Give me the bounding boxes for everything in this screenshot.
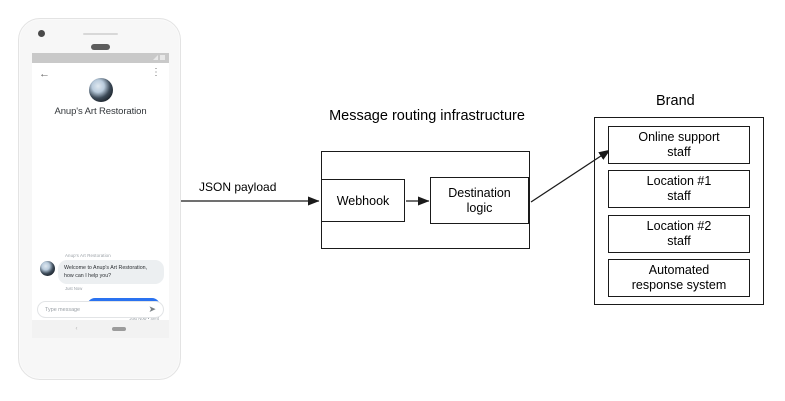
nav-home-pill[interactable] bbox=[111, 327, 126, 331]
incoming-message-row: Welcome to Anup's Art Restoration, how c… bbox=[37, 260, 164, 285]
top-speaker-slit bbox=[83, 33, 118, 35]
status-bar bbox=[32, 53, 169, 63]
json-payload-label: JSON payload bbox=[199, 180, 277, 194]
webhook-box[interactable]: Webhook bbox=[321, 179, 405, 222]
destination-logic-box[interactable]: Destination logic bbox=[430, 177, 529, 224]
brand-item-label-line2: staff bbox=[667, 145, 691, 159]
send-icon[interactable]: ➤ bbox=[148, 304, 156, 314]
destination-logic-label-line2: logic bbox=[466, 200, 493, 215]
webhook-label: Webhook bbox=[336, 193, 390, 208]
avatar bbox=[40, 261, 55, 276]
nav-back-icon[interactable]: ‹ bbox=[75, 326, 78, 332]
brand-item-online-support-staff[interactable]: Online support staff bbox=[608, 126, 750, 164]
app-bar: ← ⋮ bbox=[32, 63, 169, 85]
phone-mockup: ← ⋮ Anup's Art Restoration Anup's Art Re… bbox=[18, 18, 181, 380]
brand-item-label-line2: response system bbox=[631, 278, 727, 292]
earpiece-icon bbox=[91, 44, 110, 50]
signal-bars-icon bbox=[153, 55, 158, 60]
brand-item-label-line1: Location #1 bbox=[646, 174, 712, 188]
avatar bbox=[88, 78, 113, 102]
brand-item-label-line1: Location #2 bbox=[646, 219, 712, 233]
brand-title: Brand bbox=[656, 93, 695, 109]
overflow-menu-icon[interactable]: ⋮ bbox=[151, 67, 161, 78]
front-camera-icon bbox=[38, 30, 45, 37]
phone-screen: ← ⋮ Anup's Art Restoration Anup's Art Re… bbox=[32, 53, 169, 338]
system-nav-bar: ‹ bbox=[32, 320, 169, 338]
battery-icon bbox=[160, 55, 165, 60]
back-arrow-icon[interactable]: ← bbox=[39, 68, 50, 80]
brand-item-label-line2: staff bbox=[667, 234, 691, 248]
incoming-message-bubble: Welcome to Anup's Art Restoration, how c… bbox=[58, 260, 164, 285]
message-sender-label: Anup's Art Restoration bbox=[65, 253, 111, 258]
brand-item-label-line2: staff bbox=[667, 189, 691, 203]
brand-item-automated-response-system[interactable]: Automated response system bbox=[608, 259, 750, 297]
brand-item-label-line1: Online support bbox=[638, 130, 720, 144]
brand-item-location-1-staff[interactable]: Location #1 staff bbox=[608, 170, 750, 208]
page-title: Anup's Art Restoration bbox=[54, 106, 147, 117]
outgoing-message-timestamp: Just Now • Sent bbox=[129, 315, 159, 321]
brand-item-label-line1: Automated bbox=[648, 263, 710, 277]
destination-logic-label-line1: Destination bbox=[448, 185, 511, 200]
incoming-message-timestamp: Just Now bbox=[65, 286, 83, 292]
routing-infrastructure-title: Message routing infrastructure bbox=[329, 108, 525, 124]
message-input[interactable]: Type message bbox=[45, 306, 81, 313]
brand-item-location-2-staff[interactable]: Location #2 staff bbox=[608, 215, 750, 253]
brand-container bbox=[594, 117, 764, 305]
phone-top-bezel bbox=[19, 19, 180, 50]
message-composer[interactable]: Type message ➤ bbox=[37, 301, 164, 318]
status-bar-icons bbox=[153, 55, 165, 60]
